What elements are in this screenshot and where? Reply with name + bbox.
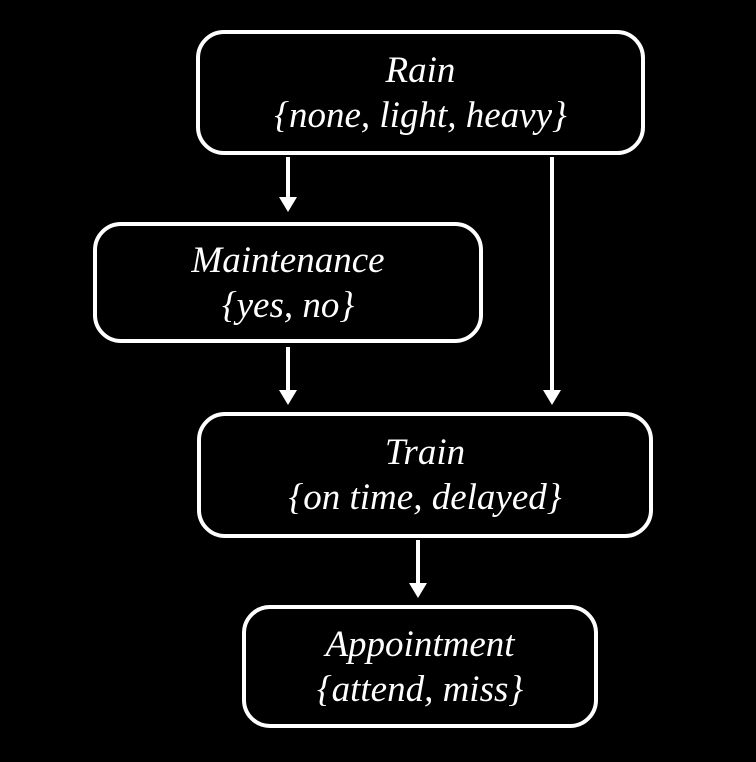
arrowhead-maintenance-to-train [279,390,297,405]
edge-maintenance-to-train [279,347,297,405]
node-rain: Rain {none, light, heavy} [196,30,645,155]
node-train: Train {on time, delayed} [197,412,653,538]
edge-rain-to-train [543,157,561,405]
node-maintenance-label: Maintenance [191,239,385,281]
node-appointment-label: Appointment [325,623,515,665]
edge-rain-to-maintenance [279,157,297,212]
node-appointment: Appointment {attend, miss} [242,605,598,728]
node-train-domain: {on time, delayed} [288,477,562,518]
node-appointment-domain: {attend, miss} [316,668,524,710]
arrowhead-train-to-appointment [409,583,427,598]
edge-train-to-appointment [409,540,427,598]
node-rain-label: Rain [385,49,456,91]
arrowhead-rain-to-train [543,390,561,405]
arrowhead-rain-to-maintenance [279,197,297,212]
node-maintenance: Maintenance {yes, no} [93,222,483,343]
node-maintenance-domain: {yes, no} [221,284,355,326]
node-rain-domain: {none, light, heavy} [274,94,567,136]
node-train-label: Train [384,432,466,473]
